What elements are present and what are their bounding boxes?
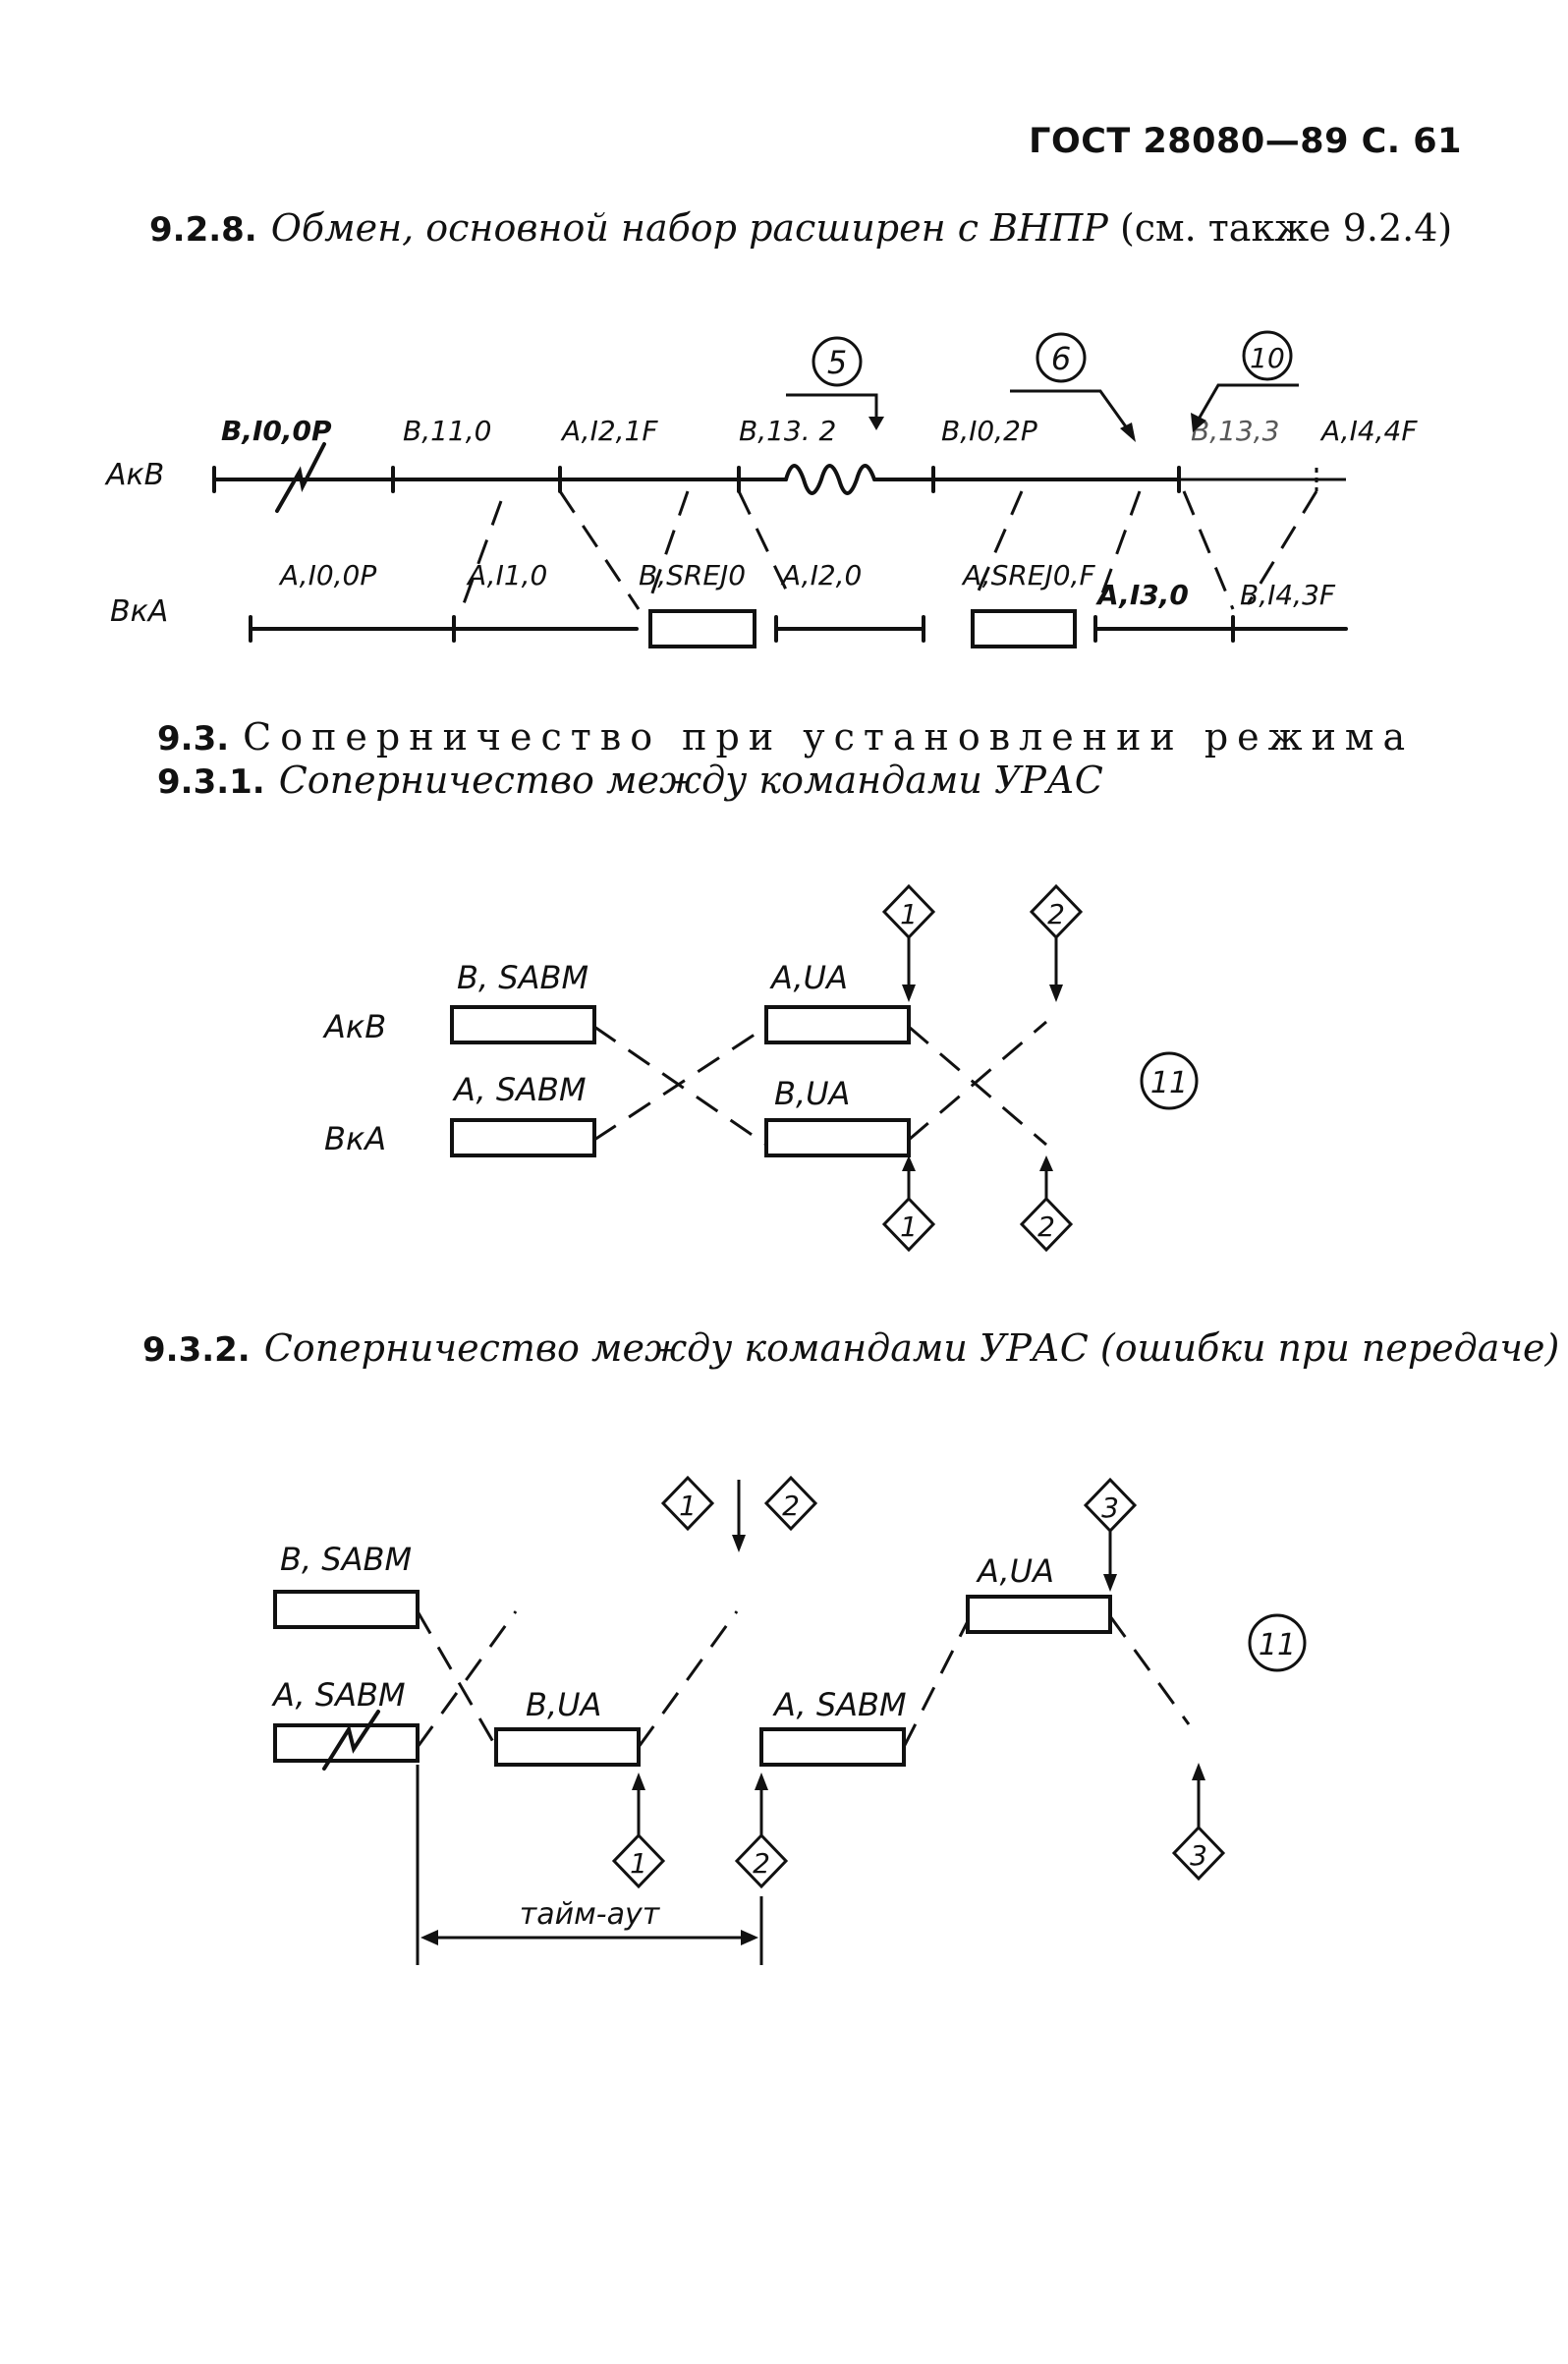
svg-text:6: 6 bbox=[1051, 340, 1071, 377]
section-9-2-8-heading: 9.2.8. Обмен, основной набор расширен с В… bbox=[149, 206, 1452, 250]
marker-1-bottom: 1 bbox=[611, 1773, 666, 1889]
section-number: 9.2.8. bbox=[149, 210, 257, 250]
frame-label: A, SABM bbox=[271, 1676, 406, 1714]
svg-text:3: 3 bbox=[1101, 1492, 1119, 1524]
ab-frame-label: A,I2,1F bbox=[560, 415, 658, 447]
timeout-label: тайм-аут bbox=[520, 1897, 661, 1932]
ab-frame-label: A,I4,4F bbox=[1319, 415, 1418, 447]
ab-frame-label: B,I0,2P bbox=[941, 415, 1037, 447]
frame-a-sabm bbox=[450, 1118, 596, 1157]
frame-label: A,UA bbox=[769, 959, 848, 996]
page-header: ГОСТ 28080—89 С. 61 bbox=[1029, 122, 1462, 161]
svg-text:2: 2 bbox=[753, 1847, 770, 1880]
section-title: Соперничество при установлении режима bbox=[243, 715, 1415, 759]
frame-label: B,UA bbox=[774, 1075, 850, 1112]
frame-a-sabm-retry bbox=[759, 1727, 906, 1767]
ab-frame-label: B,11,0 bbox=[403, 415, 491, 447]
diagram-9-2-8: АкВ ВкА B,I0,0P B,11,0 A,I2,1F B,13. 2 B… bbox=[104, 330, 1418, 648]
marker-10: 10 bbox=[1191, 330, 1299, 432]
diagram-9-3-2: B, SABM A, SABM B,UA A, SABM A,UA 1 2 3 … bbox=[271, 1475, 1307, 1965]
frame-a-ua bbox=[764, 1005, 911, 1044]
section-title: Соперничество между командами УРАС bbox=[278, 759, 1103, 802]
section-number: 9.3.2. bbox=[142, 1330, 251, 1370]
transfer-lines bbox=[593, 1020, 1047, 1147]
frame-label: A, SABM bbox=[452, 1071, 587, 1108]
svg-text:11: 11 bbox=[1150, 1066, 1188, 1100]
marker-3-top: 3 bbox=[1083, 1477, 1138, 1592]
section-title: Обмен, основной набор расширен с ВНПР bbox=[270, 206, 1108, 250]
ab-frame-label: B,13. 2 bbox=[739, 415, 836, 447]
section-9-3-heading: 9.3. Соперничество при установлении режим… bbox=[157, 715, 1414, 759]
frame-b-ua bbox=[764, 1118, 911, 1157]
marker-11: 11 bbox=[1248, 1613, 1307, 1672]
ba-frame-label: A,SREJ0,F bbox=[961, 559, 1095, 591]
svg-text:11: 11 bbox=[1259, 1628, 1296, 1662]
section-note: (см. также 9.2.4) bbox=[1119, 206, 1453, 250]
marker-5: 5 bbox=[786, 336, 884, 430]
marker-1-top: 1 bbox=[881, 883, 936, 1002]
svg-text:2: 2 bbox=[1037, 1210, 1055, 1243]
section-9-3-1-heading: 9.3.1. Соперничество между командами УРАС bbox=[157, 759, 1103, 802]
marker-1-bottom: 1 bbox=[881, 1155, 936, 1253]
svg-text:1: 1 bbox=[630, 1847, 647, 1880]
arrowhead bbox=[732, 1535, 746, 1552]
svg-text:2: 2 bbox=[782, 1490, 800, 1522]
ba-frame-label: A,I0,0P bbox=[278, 559, 376, 591]
ba-frame-label: B,I4,3F bbox=[1240, 579, 1336, 611]
marker-2-top: 2 bbox=[1029, 883, 1084, 1002]
marker-2-bottom: 2 bbox=[734, 1773, 789, 1889]
marker-6: 6 bbox=[1010, 332, 1136, 442]
row-label-ab: АкВ bbox=[322, 1008, 386, 1045]
svg-text:2: 2 bbox=[1047, 898, 1065, 930]
row-label-ba: ВкА bbox=[324, 1120, 386, 1157]
svg-text:1: 1 bbox=[900, 1210, 918, 1243]
frame-label: B, SABM bbox=[280, 1541, 412, 1578]
frame-label: A, SABM bbox=[772, 1686, 907, 1723]
section-title: Соперничество между командами УРАС (ошиб… bbox=[263, 1326, 1560, 1370]
section-number: 9.3. bbox=[157, 719, 230, 759]
svg-text:10: 10 bbox=[1250, 342, 1285, 374]
ba-frame-label: B,SREJ0 bbox=[639, 559, 746, 591]
ba-frame-label: A,I3,0 bbox=[1095, 579, 1189, 611]
svg-text:5: 5 bbox=[827, 344, 847, 381]
svg-text:1: 1 bbox=[900, 898, 918, 930]
row-label-ba: ВкА bbox=[110, 594, 168, 629]
marker-2-bottom: 2 bbox=[1019, 1155, 1074, 1253]
diagram-9-3-1: АкВ ВкА B, SABM A,UA A, SABM B,UA 1 2 1 … bbox=[322, 883, 1199, 1253]
marker-1-top: 1 bbox=[660, 1475, 715, 1532]
marker-3-bottom: 3 bbox=[1171, 1763, 1226, 1882]
frame-a-ua bbox=[966, 1595, 1112, 1634]
timeout-span bbox=[416, 1765, 763, 1965]
frame-label: A,UA bbox=[976, 1552, 1054, 1590]
frame-label: B,UA bbox=[526, 1686, 601, 1723]
error-mark bbox=[322, 1710, 380, 1771]
frame-b-sabm bbox=[450, 1005, 596, 1044]
frame-label: B, SABM bbox=[457, 959, 588, 996]
frame-b-ua bbox=[494, 1727, 641, 1767]
ab-timeline bbox=[212, 442, 1346, 513]
transfer-lines bbox=[416, 1610, 1191, 1748]
section-number: 9.3.1. bbox=[157, 762, 265, 802]
section-9-3-2-heading: 9.3.2. Соперничество между командами УРАС… bbox=[142, 1326, 1559, 1370]
marker-11: 11 bbox=[1140, 1051, 1199, 1110]
marker-2-top: 2 bbox=[763, 1475, 818, 1532]
ba-timeline bbox=[249, 609, 1348, 648]
row-label-ab: АкВ bbox=[104, 458, 164, 492]
ab-frame-label: B,13,3 bbox=[1191, 415, 1279, 447]
svg-text:1: 1 bbox=[679, 1490, 697, 1522]
ba-frame-label: A,I1,0 bbox=[466, 559, 547, 591]
svg-text:3: 3 bbox=[1190, 1839, 1207, 1872]
ba-frame-label: A,I2,0 bbox=[780, 559, 862, 591]
transfer-lines bbox=[460, 490, 1318, 610]
frame-b-sabm bbox=[273, 1590, 420, 1629]
ab-frame-label: B,I0,0P bbox=[221, 415, 332, 447]
